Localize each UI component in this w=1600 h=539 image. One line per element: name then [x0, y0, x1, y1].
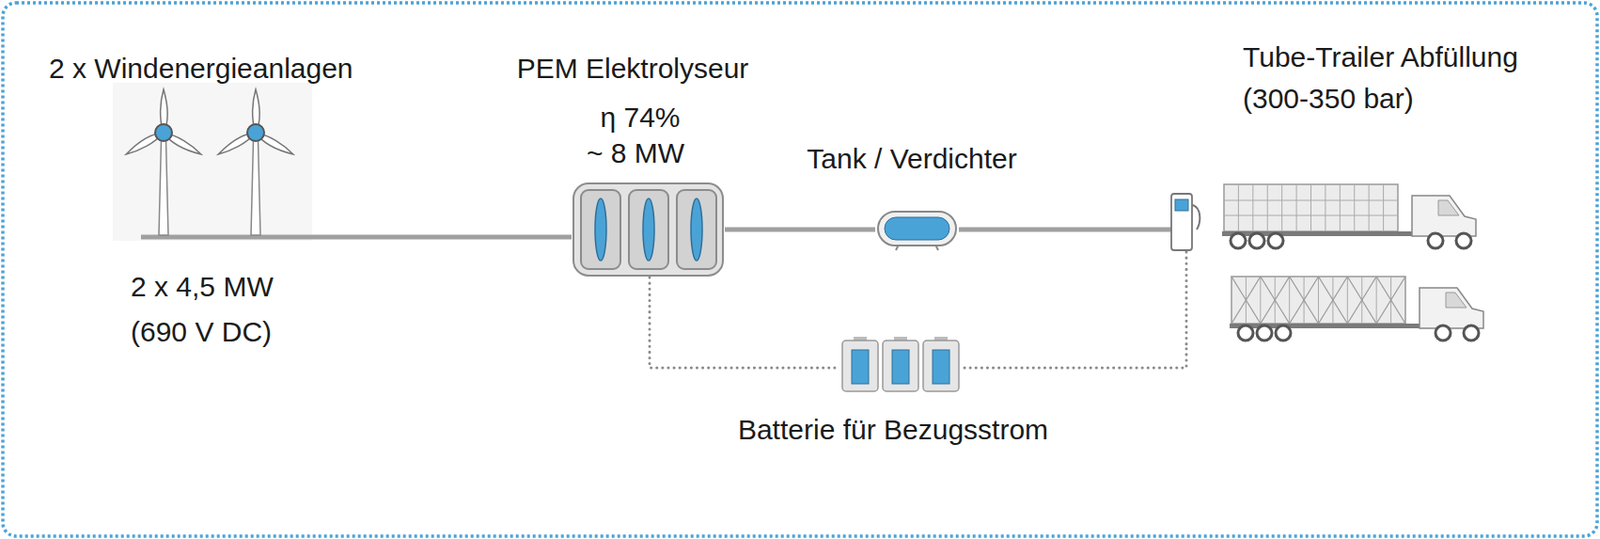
trailer-frame	[1310, 184, 1312, 232]
truck-wheel	[1238, 325, 1254, 341]
trailer-brace	[1289, 276, 1319, 324]
turbine-backdrop	[112, 82, 313, 241]
node-label: Tank / Verdichter	[806, 142, 1017, 176]
truck-window	[1438, 200, 1459, 216]
electrolyser-cell	[676, 189, 717, 269]
wind-turbines-icon	[112, 79, 313, 245]
trailer-brace	[1376, 276, 1406, 324]
trailer-frame	[1368, 184, 1370, 232]
truck-cab	[1411, 195, 1476, 236]
node-label: (300-350 bar)	[1242, 82, 1414, 116]
battery-line	[1185, 251, 1189, 345]
trailer-brace	[1318, 276, 1349, 324]
trailer-station-icon	[1158, 176, 1482, 345]
trailer-brace	[1231, 276, 1261, 324]
trailer-frame	[1347, 276, 1349, 324]
electrolyser-cell	[580, 189, 621, 269]
truck-window	[1445, 292, 1467, 308]
power-line	[312, 235, 572, 240]
node-label: Batterie für Bezugsstrom	[737, 413, 1049, 447]
trailer-frame	[1281, 184, 1283, 232]
battery-icon-icon	[836, 336, 965, 393]
turbine-tower	[158, 140, 169, 236]
trailer-brace	[1260, 276, 1290, 324]
turbine-hub	[247, 124, 265, 142]
power-line	[724, 227, 876, 233]
truck-wheel	[1427, 233, 1444, 249]
trailer-brace	[1260, 276, 1290, 324]
battery-charge	[932, 349, 950, 384]
dispenser-body	[1171, 193, 1193, 251]
truck-wheel	[1275, 325, 1291, 341]
truck-wheel	[1456, 233, 1472, 249]
electrolyser-stack	[643, 198, 655, 261]
trailer-brace	[1347, 276, 1377, 324]
tank-icon-icon	[875, 208, 959, 251]
electrolyser-box: PEM Elektrolyseurη 74%~ 8 MW	[571, 181, 725, 278]
trailer-tube	[1223, 200, 1398, 202]
electrolyser-housing	[573, 183, 723, 276]
truck-wheel	[1249, 233, 1265, 249]
truck-wheel	[1435, 325, 1451, 341]
trailer-brace	[1318, 276, 1349, 324]
node-label: 2 x Windenergieanlagen	[48, 52, 354, 86]
truck-cab	[1419, 287, 1484, 329]
turbine-tower	[250, 140, 261, 236]
dispenser-hose	[1192, 204, 1200, 230]
dispenser-screen	[1175, 199, 1189, 211]
node-label: η 74%	[599, 101, 680, 135]
trailer-frame	[1238, 184, 1240, 232]
trailer-frame	[1288, 276, 1290, 324]
power-line-dotted	[649, 277, 837, 368]
electrolyser-stack	[595, 198, 607, 261]
trailer-body	[1223, 184, 1398, 232]
trailer-brace	[1376, 276, 1406, 324]
power-line	[958, 227, 1159, 233]
battery-cell	[882, 340, 919, 392]
truck-wheel	[1463, 325, 1479, 341]
trailer-frame	[1259, 276, 1261, 324]
trailer-frame	[1376, 276, 1378, 324]
electrolyser-stack	[690, 198, 703, 261]
supply-line	[1158, 227, 1173, 233]
node-label: ~ 8 MW	[586, 137, 685, 171]
trailer-frame	[1382, 184, 1384, 232]
power-line-dotted	[964, 344, 1187, 368]
trailer-body	[1231, 276, 1406, 324]
trailer-frame	[1267, 184, 1269, 232]
trailer-tube	[1223, 215, 1398, 217]
trailer-brace	[1289, 276, 1319, 324]
truck-wheel	[1256, 325, 1272, 341]
node-label: PEM Elektrolyseur	[517, 52, 750, 86]
trailer-frame	[1296, 184, 1298, 232]
node-label: (690 V DC)	[130, 315, 272, 349]
truck-wheel	[1268, 233, 1284, 249]
trailer-frame	[1353, 184, 1355, 232]
battery-charge	[851, 349, 869, 384]
battery-charge	[892, 349, 910, 384]
tank-icon: Tank / Verdichter	[875, 208, 959, 251]
battery-icon: Batterie für Bezugsstrom	[836, 336, 965, 393]
trailer-frame	[1339, 184, 1341, 232]
electrolyser-cell	[628, 189, 669, 269]
tank-shell	[878, 211, 957, 246]
wind-turbines: 2 x Windenergieanlagen2 x 4,5 MW(690 V D…	[112, 79, 313, 245]
battery-cell	[923, 340, 959, 392]
trailer-frame	[1252, 184, 1254, 232]
electrolyser-box-icon	[571, 181, 725, 278]
tank-content	[884, 217, 950, 240]
trailer-brace	[1347, 276, 1377, 324]
battery-cell	[842, 340, 879, 392]
node-label: Tube-Trailer Abfüllung	[1242, 41, 1519, 75]
trailer-frame	[1324, 184, 1326, 232]
trailer-brace	[1231, 276, 1261, 324]
node-label: 2 x 4,5 MW	[130, 270, 274, 304]
trailer-frame	[1317, 276, 1319, 324]
trailer-station: Tube-Trailer Abfüllung(300-350 bar)	[1158, 176, 1482, 345]
turbine-hub	[155, 124, 173, 142]
truck-wheel	[1230, 233, 1246, 249]
